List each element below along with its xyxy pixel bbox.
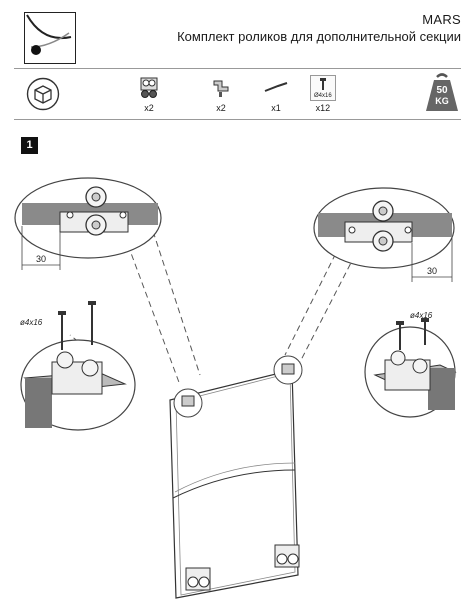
weight-limit-badge: 50 KG	[425, 72, 459, 112]
screw-icon	[319, 78, 326, 90]
part-qty: x2	[144, 103, 154, 113]
leader-lines	[69, 221, 409, 386]
step-number: 1	[21, 137, 38, 154]
roller-carriage-icon	[140, 77, 158, 98]
bottom-left-roller	[185, 567, 211, 591]
weight-value: 50	[436, 85, 448, 96]
weight-unit: KG	[435, 96, 449, 106]
part-qty: x2	[216, 103, 226, 113]
right-dimension-label: 30	[427, 266, 437, 276]
bracket-clip-icon	[213, 80, 229, 97]
door-panel	[169, 369, 299, 599]
part-qty: x1	[271, 103, 281, 113]
parts-list: x2 x2 x1 Ø4x16 x12	[14, 68, 461, 120]
left-detail-view	[14, 177, 162, 270]
left-dimension-label: 30	[36, 254, 46, 264]
product-subtitle: Комплект роликов для дополнительной секц…	[177, 29, 461, 44]
part-item-roller: x2	[138, 75, 160, 113]
package-icon	[26, 77, 60, 116]
document-header: MARS Комплект роликов для дополнительной…	[177, 12, 461, 44]
brand-logo	[24, 12, 76, 64]
left-screw-spec: ø4x16	[20, 318, 43, 327]
screw-size-label: Ø4x16	[314, 93, 332, 99]
part-qty: x12	[315, 103, 331, 113]
right-screw-detail	[364, 318, 457, 418]
right-detail-view	[313, 187, 455, 282]
part-item-screw: Ø4x16 x12	[310, 75, 336, 113]
left-screw-detail	[20, 301, 136, 431]
hex-key-icon	[264, 82, 288, 92]
product-name: MARS	[422, 12, 461, 27]
bottom-right-roller	[274, 544, 300, 568]
part-item-hexkey: x1	[262, 75, 290, 113]
right-screw-spec: ø4x16	[410, 311, 433, 320]
part-item-bracket: x2	[210, 75, 232, 113]
